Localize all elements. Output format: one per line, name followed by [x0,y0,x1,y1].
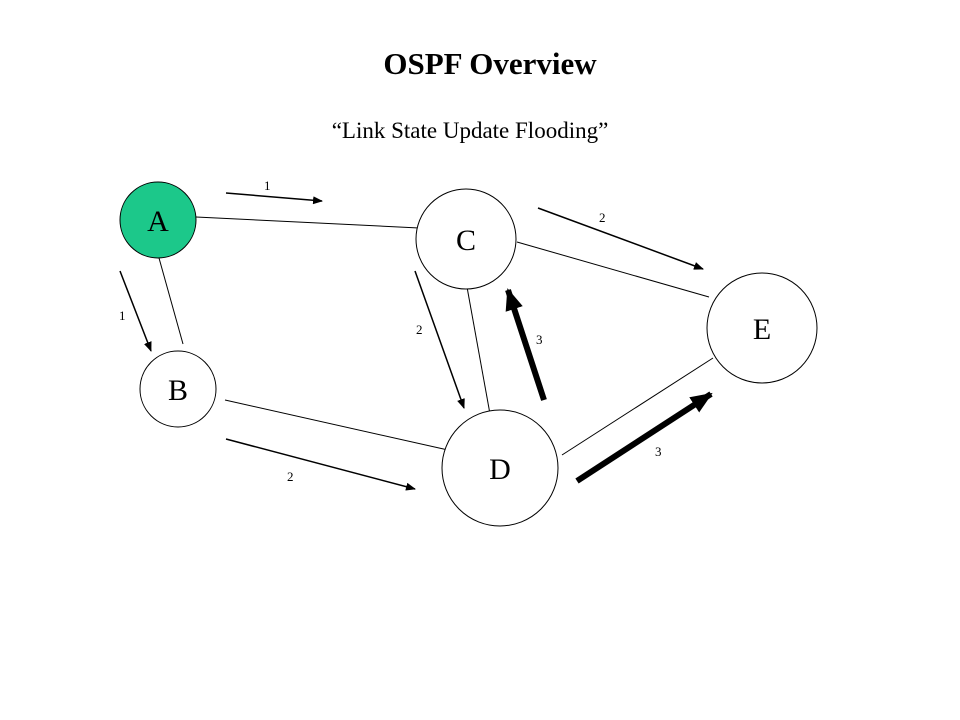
slide-title: OSPF Overview [383,46,597,81]
node-b-label: B [168,374,188,407]
node-a-label: A [147,205,169,238]
node-d-label: D [489,453,511,486]
hop-label-d-to-c: 3 [536,332,543,347]
hop-label-a-to-b: 1 [119,308,126,323]
hop-label-c-to-d: 2 [416,322,423,337]
link-a-b [158,257,184,345]
node-c: C [415,188,517,290]
arrow-d-to-c [505,288,547,401]
arrow-a-to-b [119,270,152,352]
node-d-circle [441,409,559,527]
link-c-e [516,241,710,298]
arrow-c-to-d [414,270,465,409]
link-c-d [466,286,491,415]
node-c-circle [415,188,517,290]
node-a-circle [119,181,197,259]
hop-label-a-to-c: 1 [264,178,271,193]
flood-arrows [119,192,713,491]
node-e-label: E [753,313,771,346]
slide-subtitle: “Link State Update Flooding” [331,118,609,143]
link-b-d [224,399,449,451]
node-d: D [441,409,559,527]
node-a: A [119,181,197,259]
node-e: E [706,272,818,384]
node-e-circle [706,272,818,384]
link-a-c [195,216,420,229]
arrow-b-to-d [225,438,416,491]
hop-label-c-to-e: 2 [599,210,606,225]
arrow-a-to-c [225,192,323,205]
arrow-d-to-e [575,391,713,484]
hop-labels: 1 1 2 2 2 3 3 [119,178,662,484]
hop-label-d-to-e: 3 [655,444,662,459]
node-b: B [139,350,217,428]
links [158,216,714,456]
node-b-circle [139,350,217,428]
hop-label-b-to-d: 2 [287,469,294,484]
node-c-label: C [456,224,476,257]
link-d-e [561,357,714,456]
arrow-c-to-e [537,207,704,270]
